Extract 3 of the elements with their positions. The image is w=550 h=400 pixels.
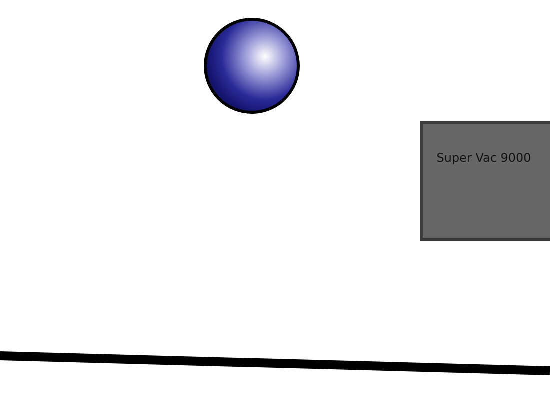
device-label: Super Vac 9000 [436, 151, 532, 165]
device-box [420, 121, 550, 241]
sphere [204, 18, 300, 114]
